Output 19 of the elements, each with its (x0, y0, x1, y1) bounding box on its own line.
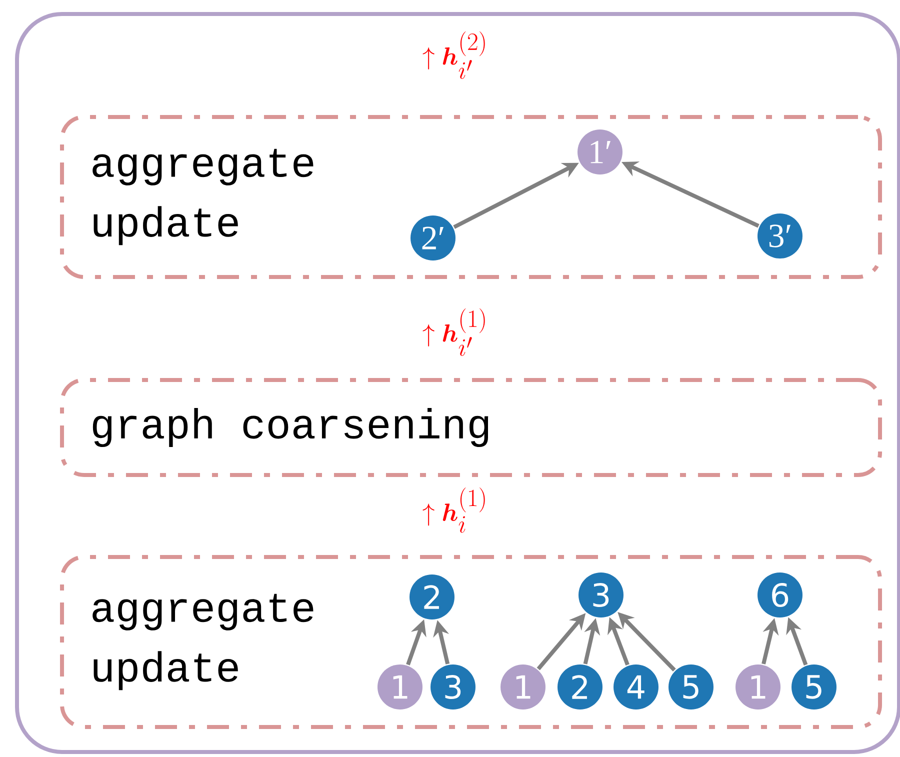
graph-node: 1 (378, 664, 422, 710)
graph-node: 5 (668, 664, 714, 710)
graph-node: 3 (430, 664, 476, 710)
graph-node: 5 (792, 664, 836, 710)
formula-label: $\uparrow \boldsymbol{h}_{i'}^{(1)}$ (422, 308, 485, 356)
graph-node: 4 (614, 664, 658, 710)
graph-node: 6 (758, 572, 802, 618)
graph-node: 2 (558, 664, 602, 710)
graph-node: 3 (578, 572, 624, 618)
graph-node: 1 (500, 664, 546, 710)
graph-node: 1′ (578, 130, 622, 174)
formula-label: $\uparrow \boldsymbol{h}_{i}^{(1)}$ (422, 488, 485, 533)
graph-node: 2 (410, 574, 454, 620)
graph-node: 3′ (758, 214, 802, 258)
formula-label: $\uparrow \boldsymbol{h}_{i'}^{(2)}$ (422, 31, 485, 79)
outer-frame (15, 12, 900, 754)
stage-box: graph coarsening (60, 378, 882, 477)
graph-node: 2′ (410, 216, 456, 260)
graph-node: 1 (736, 664, 780, 710)
